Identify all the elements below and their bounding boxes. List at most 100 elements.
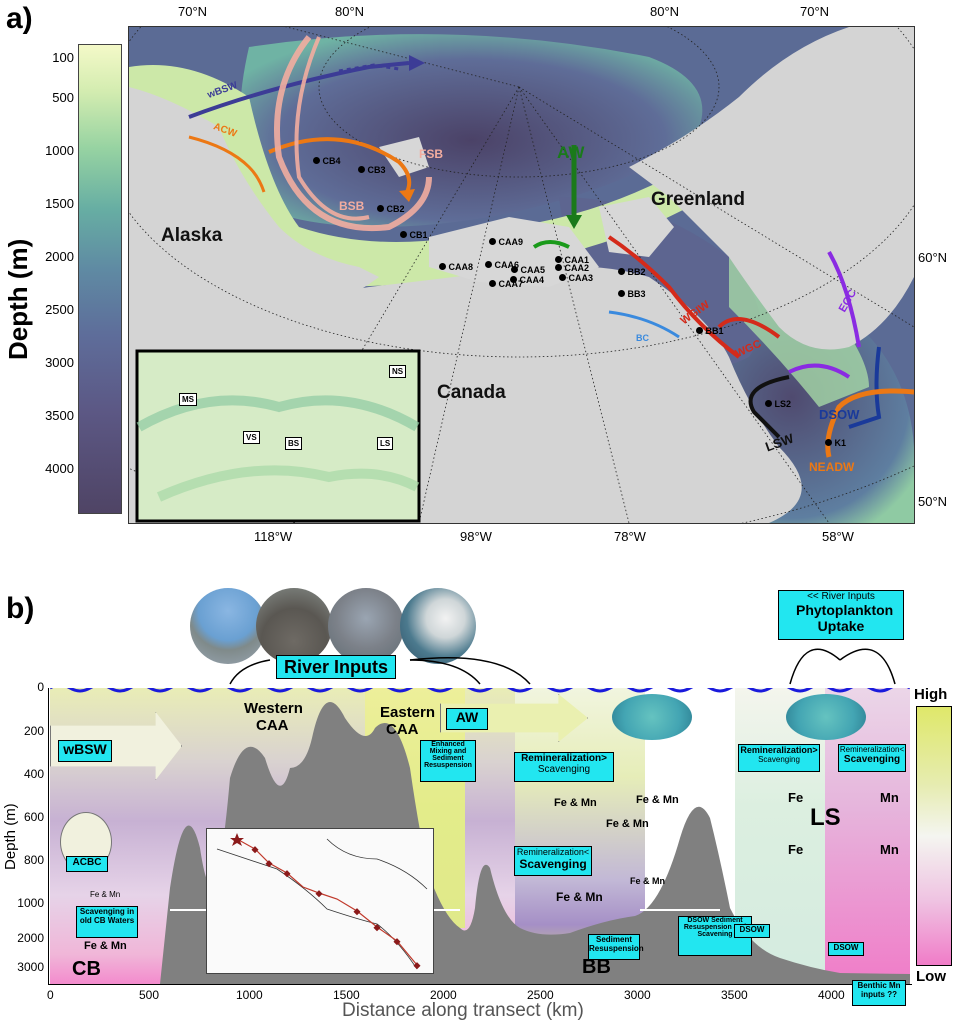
- inset-label-ms: MS: [179, 393, 197, 406]
- river-photo-2: [256, 588, 332, 664]
- depth-colorbar: [78, 44, 122, 514]
- current-label-bsb: BSB: [339, 199, 365, 213]
- mn-label: Mn: [880, 842, 899, 857]
- inset-label-ls: LS: [377, 437, 394, 450]
- transect-path: [216, 833, 428, 970]
- station-caa3: CAA3: [559, 273, 593, 283]
- panel-a-letter: a): [6, 2, 33, 35]
- y-ticks: 0 200 400 600 800 1000 2000 3000: [17, 680, 44, 974]
- current-label-dsow: DSOW: [819, 407, 860, 422]
- lat-label-top: 70°N: [800, 4, 830, 19]
- station-bb1: BB1: [696, 326, 724, 336]
- station-cb1: CB1: [400, 230, 428, 240]
- inset-label-vs: VS: [243, 431, 260, 444]
- river-photo-1: [190, 588, 266, 664]
- acbc-box: ACBC: [66, 856, 108, 872]
- phytoplankton-uptake-box: << River Inputs Phytoplankton Uptake: [778, 590, 904, 640]
- fe-mn-label: Fe & Mn: [556, 890, 603, 904]
- phytoplankton-image-bb: [612, 694, 692, 740]
- lat-label-right: 50°N: [918, 494, 948, 509]
- station-k1: K1: [825, 438, 846, 448]
- wbsw-box: wBSW: [58, 740, 112, 762]
- seafloor-topography: [160, 702, 910, 984]
- mn-label: Mn: [880, 790, 899, 805]
- river-photo-4: [400, 588, 476, 664]
- sea-surface-wave: [50, 688, 910, 693]
- station-caa9: CAA9: [489, 237, 523, 247]
- fe-label: Fe: [788, 842, 804, 857]
- colorbar-label: Depth (m): [3, 238, 33, 360]
- station-caa1: CAA1: [555, 255, 589, 265]
- remin-lt-box-ls: Remineralization<Scavenging: [838, 744, 906, 772]
- station-caa5: CAA5: [511, 265, 545, 275]
- river-inputs-box: River Inputs: [276, 655, 396, 679]
- region-label-greenland: Greenland: [651, 189, 745, 210]
- fe-mn-label: Fe & Mn: [606, 818, 649, 830]
- inset-label-bs: BS: [285, 437, 303, 450]
- y-axis-label: Depth (m): [2, 803, 19, 870]
- fe-mn-label: Fe & Mn: [630, 876, 665, 886]
- station-caa2: CAA2: [555, 263, 589, 273]
- legend-low-label: Low: [916, 968, 946, 985]
- x-ticks: 0 500 1000 1500 2000 2500 3000 3500 4000: [47, 988, 845, 1002]
- arctic-bathymetry-map: Alaska Canada Greenland wBSW ACW BSB FSB…: [128, 26, 915, 524]
- legend-high-label: High: [914, 686, 948, 703]
- concentration-legend-bar: [916, 706, 952, 966]
- station-ls2: LS2: [765, 399, 791, 409]
- cb-label: CB: [72, 958, 101, 980]
- river-input-arrows: [229, 648, 896, 685]
- mixing-box: Enhanced Mixing and Sediment Resuspensio…: [420, 740, 476, 782]
- fe-mn-label: Fe & Mn: [84, 940, 127, 952]
- station-bb2: BB2: [618, 267, 646, 277]
- station-caa7: CAA7: [489, 279, 523, 289]
- current-label-bc: BC: [636, 333, 649, 343]
- remin-lt-box-bb: Remineralization<Scavenging: [514, 846, 592, 876]
- x-axis: [48, 984, 912, 985]
- fe-mn-label: Fe & Mn: [636, 794, 679, 806]
- current-label-neadw: NEADW: [809, 460, 855, 474]
- x-axis-label: Distance along transect (km): [342, 1000, 584, 1021]
- lon-label-bottom: 118°W: [254, 529, 293, 544]
- phytoplankton-image-ls: [786, 694, 866, 740]
- remin-gt-box-bb: Remineralization>Scavenging: [514, 752, 614, 782]
- colorbar-ticks: 100 500 1000 1500 2000 2500 3000 3500 40…: [45, 50, 74, 476]
- ls-label: LS: [810, 804, 841, 831]
- sediment-resuspension-box: Sediment Resuspension: [588, 934, 644, 960]
- river-photo-3: [328, 588, 404, 664]
- lat-label-top: 70°N: [178, 4, 208, 19]
- region-label-alaska: Alaska: [161, 225, 223, 246]
- aw-box: AW: [446, 708, 488, 730]
- fe-label: Fe: [788, 790, 804, 805]
- current-label-aw: AW: [557, 143, 585, 162]
- bb-label: BB: [582, 956, 611, 978]
- lat-label-right: 60°N: [918, 250, 948, 265]
- dsow-box-2: DSOW: [828, 942, 864, 956]
- transect-inset-map: [206, 828, 434, 974]
- station-caa8: CAA8: [439, 262, 473, 272]
- inset-label-ns: NS: [389, 365, 407, 378]
- station-caa6: CAA6: [485, 260, 519, 270]
- scavenging-cb-box: Scavenging in old CB Waters: [76, 906, 138, 938]
- current-label-fsb: FSB: [419, 147, 443, 161]
- map-svg: [129, 27, 914, 523]
- benthic-mn-box: Benthic Mn inputs ??: [852, 980, 906, 1006]
- lat-label-top: 80°N: [650, 4, 680, 19]
- lon-label-bottom: 78°W: [614, 529, 646, 544]
- station-bb3: BB3: [618, 289, 646, 299]
- remin-gt-box-ls: Remineralization>Scavenging: [738, 744, 820, 772]
- region-label-canada: Canada: [437, 382, 506, 403]
- lon-label-bottom: 98°W: [460, 529, 492, 544]
- lon-label-bottom: 58°W: [822, 529, 854, 544]
- station-cb3: CB3: [358, 165, 386, 175]
- dsow-box-1: DSOW: [734, 924, 770, 938]
- station-caa4: CAA4: [510, 275, 544, 285]
- y-axis: [48, 688, 49, 984]
- panel-b-letter: b): [6, 592, 35, 625]
- transect-section: [50, 688, 910, 984]
- station-cb2: CB2: [377, 204, 405, 214]
- station-cb4: CB4: [313, 156, 341, 166]
- fe-mn-label: Fe & Mn: [554, 797, 597, 809]
- fe-mn-label: Fe & Mn: [90, 890, 121, 899]
